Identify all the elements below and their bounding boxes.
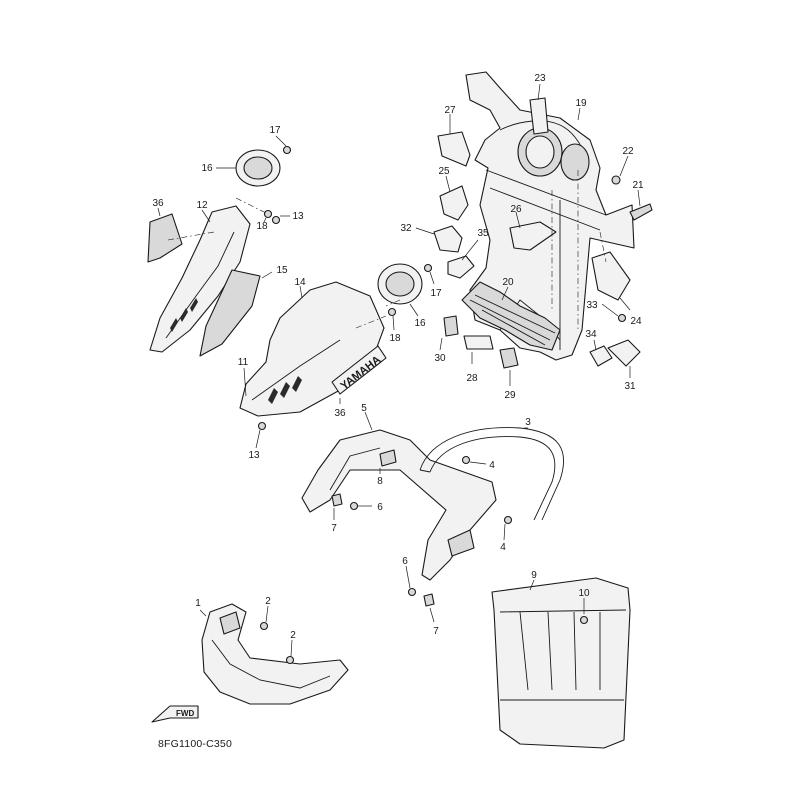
skid-plate-9[interactable] — [491, 577, 631, 749]
callout-17b: 17 — [430, 288, 442, 299]
bracket-35[interactable] — [447, 255, 475, 279]
bolt-13-upper[interactable] — [271, 215, 281, 225]
callout-16a: 16 — [201, 163, 213, 174]
light-ring-16-upper[interactable] — [235, 149, 281, 187]
callout-35: 35 — [477, 228, 489, 239]
bracket-32[interactable] — [433, 225, 463, 253]
callout-2b: 2 — [290, 630, 296, 641]
screw-2-upper[interactable] — [259, 621, 269, 631]
lower-cowl-5[interactable] — [301, 429, 497, 581]
callout-21: 21 — [632, 180, 644, 191]
front-panel-19[interactable] — [465, 71, 635, 361]
bolt-4-lower[interactable] — [503, 515, 513, 525]
drawing-code: 8FG1100-C350 — [158, 738, 232, 750]
callout-15: 15 — [276, 265, 288, 276]
callout-22: 22 — [622, 146, 634, 157]
callout-18a: 18 — [256, 221, 268, 232]
callout-28: 28 — [466, 373, 478, 384]
bracket-34[interactable] — [589, 345, 613, 367]
callout-34: 34 — [585, 329, 597, 340]
nut-7-upper[interactable] — [331, 493, 343, 507]
callout-20: 20 — [502, 277, 514, 288]
fwd-label: FWD — [176, 709, 194, 718]
clip-18-upper[interactable] — [263, 209, 273, 219]
callout-31: 31 — [624, 381, 636, 392]
seal-30[interactable] — [443, 315, 459, 337]
bracket-31[interactable] — [607, 339, 641, 367]
callout-3: 3 — [525, 417, 531, 428]
callout-25: 25 — [438, 166, 450, 177]
side-panel-15[interactable] — [199, 269, 261, 357]
callout-36b: 36 — [334, 408, 346, 419]
assembly-lines — [167, 170, 607, 330]
callout-6a: 6 — [377, 502, 383, 513]
callout-9: 9 — [531, 570, 537, 581]
callout-13a: 13 — [292, 211, 304, 222]
callout-6b: 6 — [402, 556, 408, 567]
callout-1: 1 — [195, 598, 201, 609]
bumper-bar-3[interactable] — [419, 427, 564, 521]
callout-19: 19 — [575, 98, 587, 109]
callout-5: 5 — [361, 403, 367, 414]
bolt-13-lower[interactable] — [257, 421, 267, 431]
bracket-25[interactable] — [439, 185, 469, 221]
decal-36-upper[interactable] — [147, 213, 183, 263]
bolt-10[interactable] — [579, 615, 589, 625]
callout-29: 29 — [504, 390, 516, 401]
seal-29[interactable] — [499, 347, 519, 369]
callout-2a: 2 — [265, 596, 271, 607]
callout-32: 32 — [400, 223, 412, 234]
callout-30: 30 — [434, 353, 446, 364]
callout-26: 26 — [510, 204, 522, 215]
callout-7b: 7 — [433, 626, 439, 637]
bracket-24[interactable] — [591, 251, 631, 301]
bolt-17-lower[interactable] — [423, 263, 433, 273]
bolt-33[interactable] — [617, 313, 627, 323]
side-panel-12[interactable] — [149, 205, 251, 353]
callout-16b: 16 — [414, 318, 426, 329]
grille-20[interactable] — [461, 281, 561, 351]
front-bumper-1[interactable] — [201, 603, 349, 705]
bolt-22[interactable] — [611, 175, 621, 185]
forward-arrow: FWD — [151, 705, 199, 723]
callout-24: 24 — [630, 316, 642, 327]
callout-12: 12 — [196, 200, 208, 211]
nut-7-lower[interactable] — [423, 593, 435, 607]
callout-13b: 13 — [248, 450, 260, 461]
callout-27: 27 — [444, 105, 456, 116]
callout-14: 14 — [294, 277, 306, 288]
callout-23: 23 — [534, 73, 546, 84]
clip-18-lower[interactable] — [387, 307, 397, 317]
callout-8: 8 — [377, 476, 383, 487]
callout-7a: 7 — [331, 523, 337, 534]
lens-28[interactable] — [463, 335, 494, 350]
screw-2-lower[interactable] — [285, 655, 295, 665]
callouts: 1 2 2 3 4 4 5 6 6 7 7 8 9 10 11 12 13 — [152, 73, 644, 657]
spacer-8[interactable] — [379, 449, 397, 467]
screw-6-lower[interactable] — [407, 587, 417, 597]
side-panel-14[interactable] — [239, 281, 385, 417]
fastener-21[interactable] — [629, 203, 653, 221]
callout-18b: 18 — [389, 333, 401, 344]
screw-6-upper[interactable] — [349, 501, 359, 511]
callout-10: 10 — [578, 588, 590, 599]
callout-11: 11 — [238, 357, 249, 368]
bracket-26[interactable] — [509, 221, 557, 251]
bracket-27[interactable] — [437, 131, 471, 167]
callout-4a: 4 — [489, 460, 495, 471]
callout-17a: 17 — [269, 125, 281, 136]
callout-33: 33 — [586, 300, 598, 311]
bolt-4-upper[interactable] — [461, 455, 471, 465]
light-ring-16-lower[interactable] — [377, 263, 423, 305]
callout-4b: 4 — [500, 542, 506, 553]
callout-36a: 36 — [152, 198, 164, 209]
bracket-23[interactable] — [529, 97, 549, 135]
bolt-17-upper[interactable] — [282, 145, 292, 155]
